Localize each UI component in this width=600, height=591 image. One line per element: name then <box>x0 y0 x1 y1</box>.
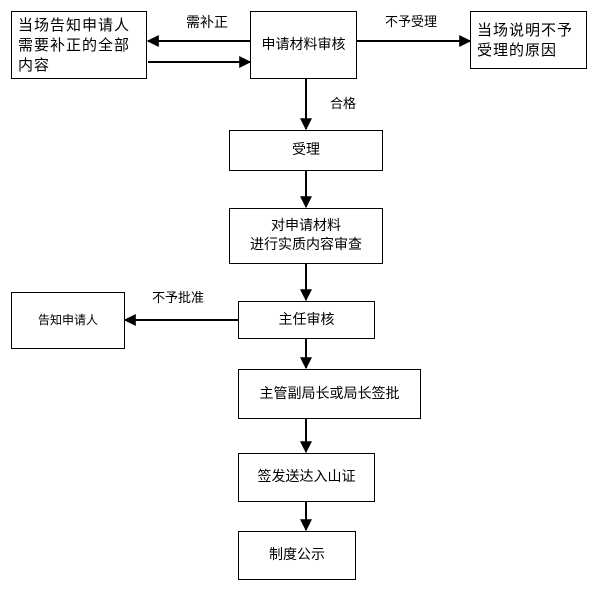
accept-box: 受理 <box>229 130 383 171</box>
notify-applicant-box: 告知申请人 <box>11 292 125 349</box>
substantive-review-box: 对申请材料 进行实质内容审查 <box>229 208 383 264</box>
label-need-correction: 需补正 <box>186 15 228 31</box>
notify-correction-box: 当场告知申请人 需要补正的全部 内容 <box>11 11 147 79</box>
label-qualified: 合格 <box>330 97 357 112</box>
label-not-approved: 不予批准 <box>152 291 205 306</box>
explain-reject-box: 当场说明不予 受理的原因 <box>470 11 587 69</box>
issue-permit-box: 签发送达入山证 <box>238 453 375 502</box>
publicize-box: 制度公示 <box>238 531 356 580</box>
director-review-box: 主任审核 <box>238 301 375 339</box>
label-not-accepted: 不予受理 <box>385 15 438 30</box>
review-box: 申请材料审核 <box>250 11 357 79</box>
deputy-approval-box: 主管副局长或局长签批 <box>238 369 421 419</box>
